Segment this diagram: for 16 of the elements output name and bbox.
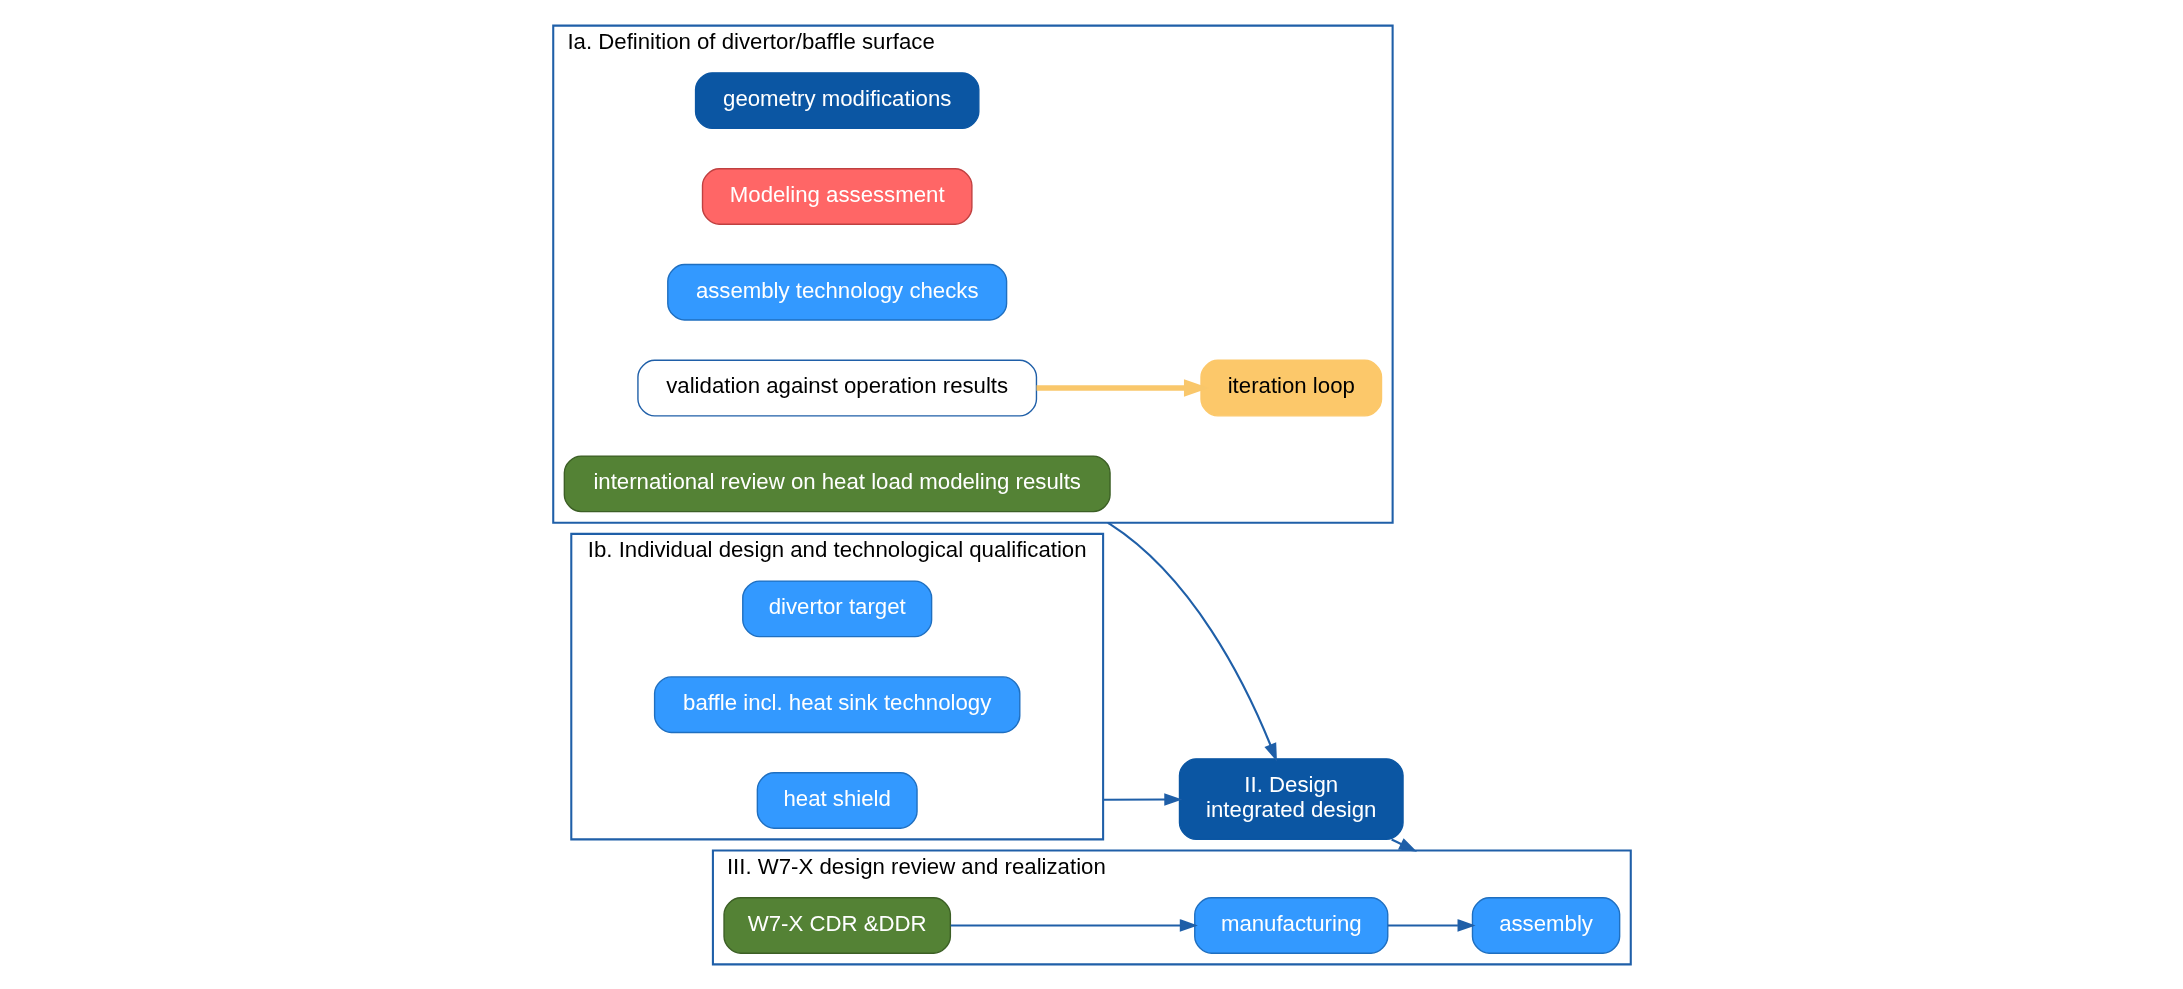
node-box: divertor target	[741, 579, 932, 637]
arrow	[1387, 918, 1476, 932]
node-box: geometry modifications	[694, 71, 980, 129]
node-box: baffle incl. heat sink technology	[653, 675, 1020, 733]
arrow	[1102, 792, 1182, 806]
node-box: heat shield	[756, 771, 918, 829]
node-box: assembly	[1471, 896, 1620, 954]
arrow	[950, 918, 1198, 932]
node-box: manufacturing	[1193, 896, 1388, 954]
node-box: iteration loop	[1199, 359, 1382, 417]
node-box: international review on heat load modeling results	[563, 454, 1111, 512]
node-box: Modeling assessment	[701, 167, 973, 225]
node-box: validation against operation results	[636, 359, 1037, 417]
node-box: W7-X CDR &DDR	[722, 896, 951, 954]
node-box: assembly technology checks	[666, 263, 1007, 321]
node-box: II. Design integrated design	[1178, 757, 1404, 840]
